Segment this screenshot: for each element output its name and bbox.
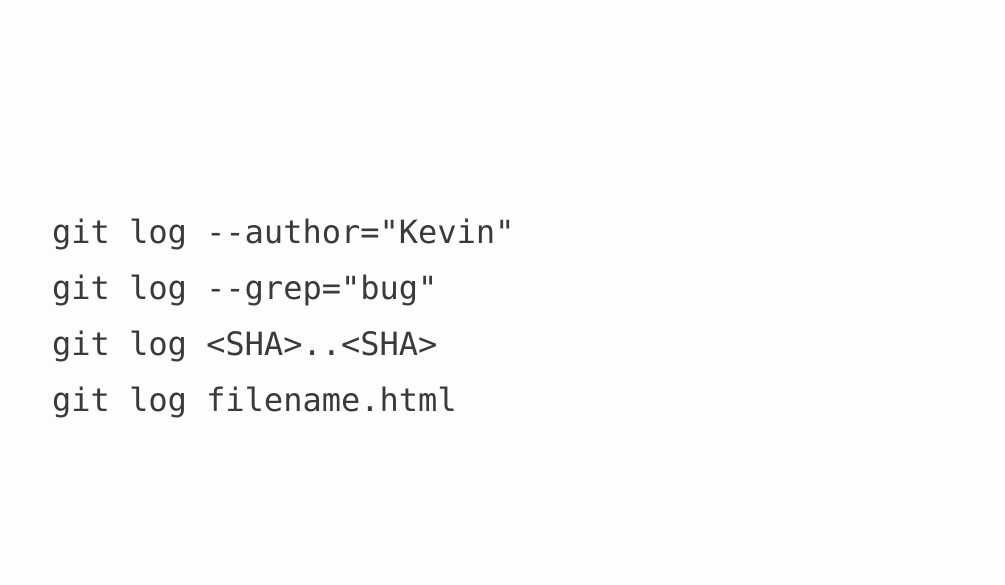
command-line-grep: git log --grep="bug" <box>52 269 438 307</box>
command-line-filename: git log filename.html <box>52 381 457 419</box>
git-log-command-list: git log --author="Kevin" git log --grep=… <box>52 204 514 428</box>
command-line-sha-range: git log <SHA>..<SHA> <box>52 325 438 363</box>
command-line-author: git log --author="Kevin" <box>52 213 515 251</box>
